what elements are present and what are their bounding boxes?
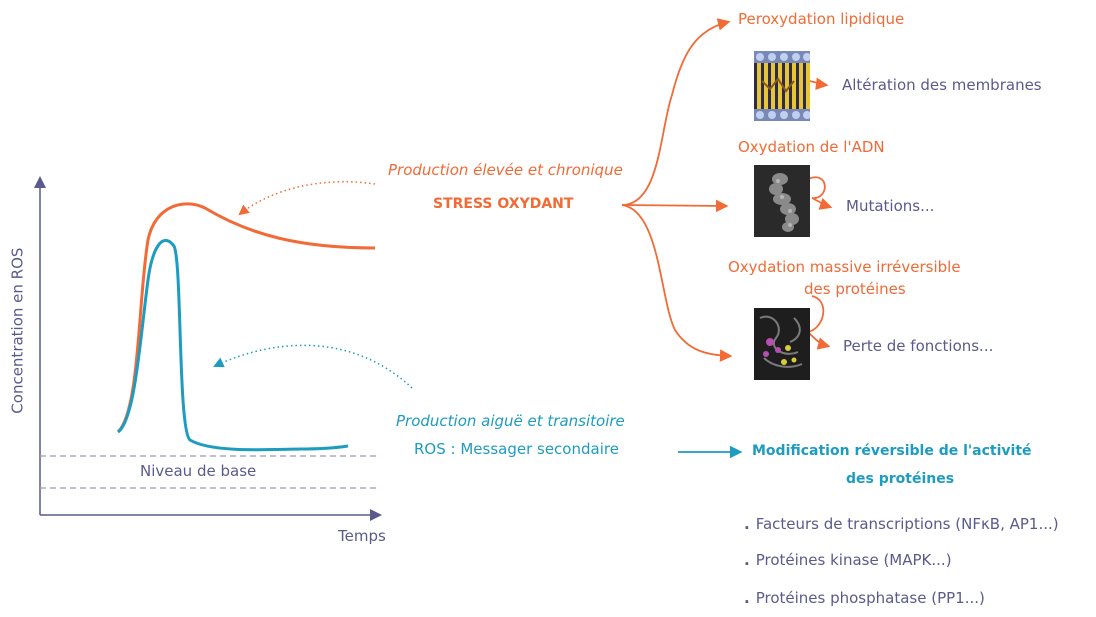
chronic-caption: Production élevée et chronique — [388, 161, 623, 179]
protein-result: Perte de fonctions... — [843, 337, 994, 355]
reversible-item: .Protéines phosphatase (PP1...) — [744, 589, 985, 607]
branch-arrow-lipid — [621, 18, 731, 206]
reversible-item-label: Protéines kinase (MAPK...) — [755, 551, 952, 569]
y-axis-label: Concentration en ROS — [8, 247, 27, 414]
chronic-curve — [116, 202, 376, 434]
hook-arrow-mutations — [805, 176, 833, 210]
reversible-item: .Protéines kinase (MAPK...) — [744, 551, 952, 569]
dna-result: Mutations... — [846, 197, 935, 215]
baseline-label: Niveau de base — [140, 462, 257, 480]
lipid-title: Peroxydation lipidique — [738, 10, 905, 28]
acute-dotted-arrow — [213, 344, 413, 389]
reversible-title-line2: des protéines — [846, 471, 955, 487]
acute-title: ROS : Messager secondaire — [414, 440, 619, 458]
dna-title: Oxydation de l'ADN — [738, 138, 885, 156]
protein-image — [754, 308, 810, 380]
lipid-result: Altération des membranes — [842, 76, 1042, 94]
protein-title-line1: Oxydation massive irréversible — [728, 258, 961, 276]
y-axis-arrowhead — [34, 176, 46, 188]
branch-arrow-dna — [621, 199, 729, 213]
reversible-item-label: Facteurs de transcriptions (NFκB, AP1...… — [755, 515, 1059, 533]
x-axis-arrowhead — [370, 509, 382, 521]
dna-image — [754, 165, 810, 237]
branch-arrow-protein — [621, 204, 733, 362]
reversible-title-line1: Modification réversible de l'activité — [752, 443, 1032, 459]
x-axis-label: Temps — [338, 527, 386, 545]
chronic-title: STRESS OXYDANT — [433, 196, 574, 212]
membrane-image — [754, 51, 810, 121]
reversible-item: .Facteurs de transcriptions (NFκB, AP1..… — [744, 515, 1059, 533]
acute-curve — [116, 238, 349, 452]
hook-arrow-functions — [806, 295, 831, 350]
protein-title-line2: des protéines — [804, 280, 906, 298]
acute-caption: Production aiguë et transitoire — [396, 412, 625, 430]
chronic-dotted-arrow — [238, 181, 376, 216]
reversible-item-label: Protéines phosphatase (PP1...) — [755, 589, 985, 607]
